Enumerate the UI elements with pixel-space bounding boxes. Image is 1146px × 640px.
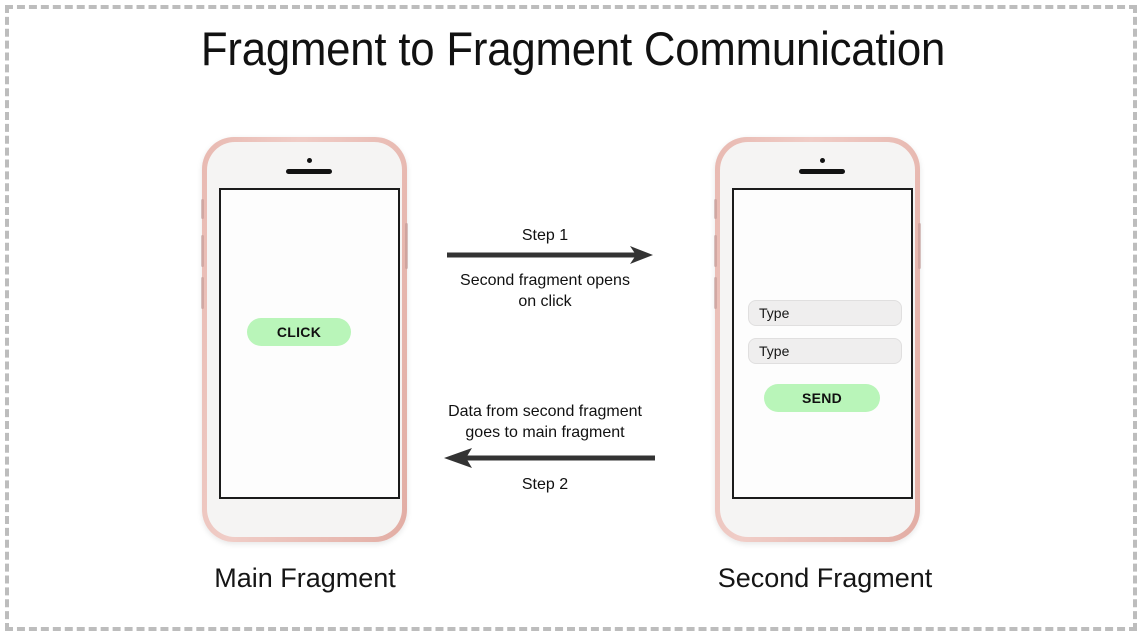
phone-side-button-volume-down[interactable] (714, 277, 717, 309)
step-1-description-line-2: on click (518, 293, 572, 310)
arrow-right-step-1 (447, 246, 653, 264)
phone-side-button-power[interactable] (405, 223, 408, 269)
phone-side-button-volume-up[interactable] (714, 235, 717, 267)
phone-screen-main: CLICK (219, 188, 400, 499)
phone-second-fragment: Type Type SEND (714, 137, 921, 542)
step-1-label: Step 1 (521, 227, 569, 244)
front-camera-icon (820, 158, 825, 163)
phone-body: Type Type SEND (720, 142, 915, 537)
phone-side-button-mute[interactable] (714, 199, 717, 219)
phone-screen-second: Type Type SEND (732, 188, 913, 499)
send-button[interactable]: SEND (764, 384, 880, 412)
step-2-description-line-1: Data from second fragment (448, 403, 642, 420)
step-2-label: Step 2 (521, 476, 569, 493)
front-camera-icon (307, 158, 312, 163)
phone-body: CLICK (207, 142, 402, 537)
phone-side-button-volume-up[interactable] (201, 235, 204, 267)
step-2-description-line-2: goes to main fragment (465, 424, 625, 441)
earpiece-speaker-icon (286, 169, 332, 174)
phone-side-button-power[interactable] (918, 223, 921, 269)
phone-side-button-volume-down[interactable] (201, 277, 204, 309)
click-button[interactable]: CLICK (247, 318, 351, 346)
arrow-left-step-2 (444, 448, 655, 468)
phone-frame: Type Type SEND (714, 137, 921, 542)
phone-side-button-mute[interactable] (201, 199, 204, 219)
step-1-description-line-1: Second fragment opens (460, 272, 630, 289)
step-2-description: Data from second fragment goes to main f… (395, 401, 695, 443)
type-input-field-1[interactable]: Type (748, 300, 902, 326)
step-1-description: Second fragment opens on click (395, 270, 695, 312)
type-input-field-2[interactable]: Type (748, 338, 902, 364)
dashed-border (5, 5, 1137, 631)
phone-main-fragment: CLICK (201, 137, 408, 542)
phone-frame: CLICK (201, 137, 408, 542)
earpiece-speaker-icon (799, 169, 845, 174)
page-title: Fragment to Fragment Communication (200, 22, 946, 75)
caption-main-fragment: Main Fragment (214, 563, 396, 593)
caption-second-fragment: Second Fragment (717, 563, 933, 593)
